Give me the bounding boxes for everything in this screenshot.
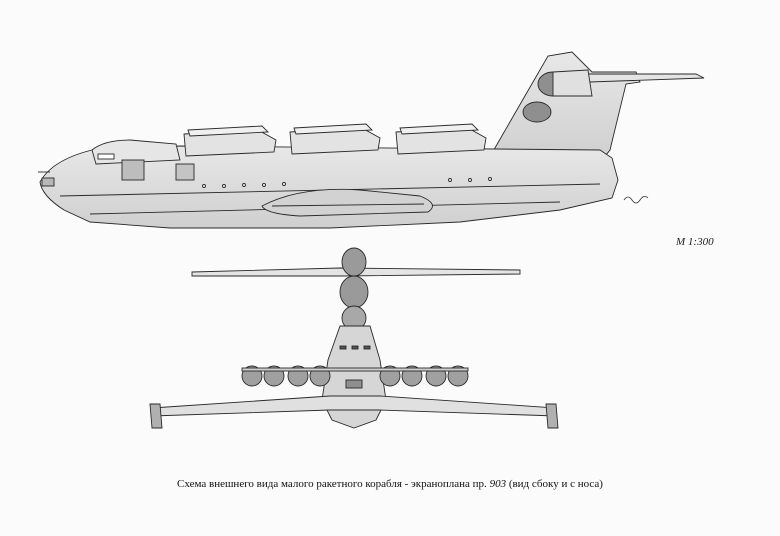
wing-tip-float: [149, 403, 163, 429]
side-hatch: [121, 159, 145, 181]
caption-text: Схема внешнего вида малого ракетного кор…: [177, 478, 490, 490]
front-view: [149, 247, 559, 429]
tail-engine-nacelle: [552, 69, 593, 97]
wing-tip-float: [545, 403, 559, 429]
engine-pylon: [241, 367, 469, 372]
front-engine: [339, 275, 369, 309]
front-engine: [341, 247, 367, 277]
caption-project-number: 903: [489, 478, 507, 490]
artist-signature: [623, 196, 649, 204]
nose-turret: [41, 177, 55, 187]
front-turret: [345, 379, 363, 389]
scale-label: М 1:300: [676, 236, 714, 248]
side-view: [38, 51, 705, 229]
front-hull: [321, 325, 387, 429]
side-hatch: [175, 163, 195, 181]
caption: Схема внешнего вида малого ракетного кор…: [0, 478, 780, 490]
caption-suffix: (вид сбоку и с носа): [506, 478, 603, 490]
wing-float: [261, 188, 433, 217]
portholes: [202, 177, 492, 188]
front-cockpit-windows: [339, 345, 371, 350]
cockpit-window: [97, 153, 115, 160]
tail-fin: [487, 51, 641, 161]
tail-engine-pod: [522, 101, 552, 123]
missile-launcher: [183, 125, 277, 157]
missile-launcher: [289, 123, 381, 155]
horizontal-stabilizer: [585, 73, 705, 83]
wing-float-stripe: [271, 203, 425, 207]
missile-launcher: [395, 123, 487, 155]
